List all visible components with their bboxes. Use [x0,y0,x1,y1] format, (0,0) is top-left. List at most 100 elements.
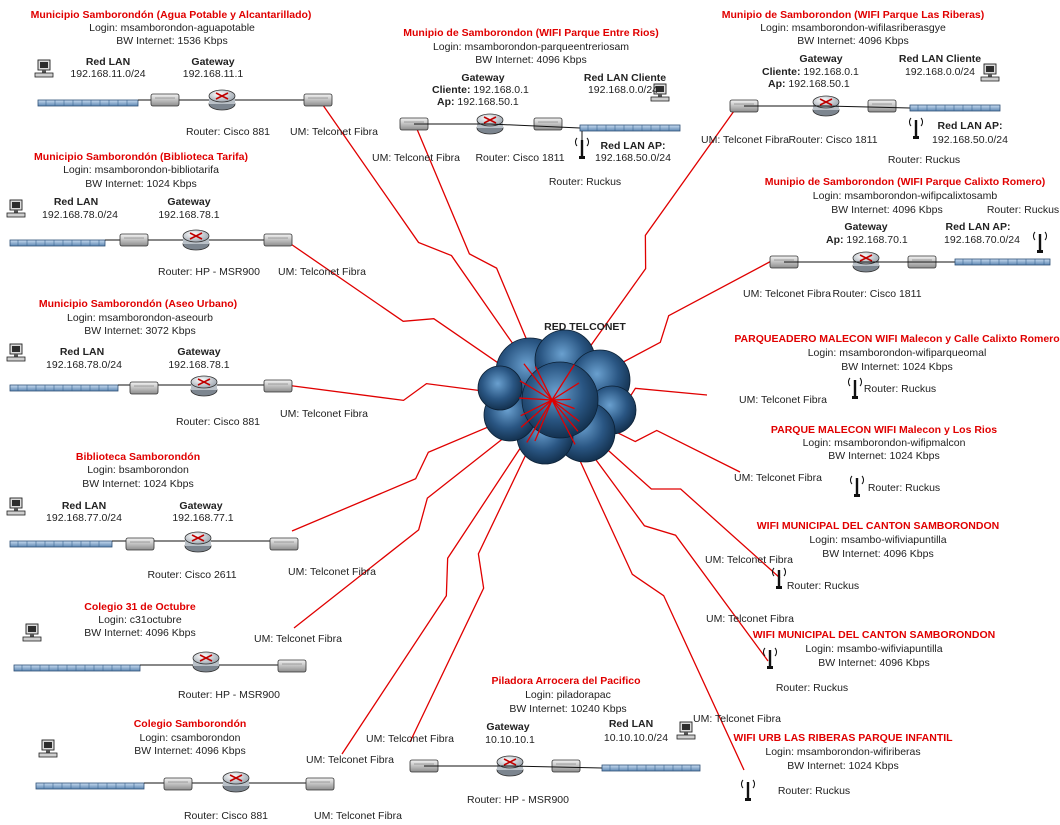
site-title: Colegio Samborondón [133,718,247,730]
lan-bus [37,99,139,107]
site-login: Login: msamborondon-aguapotable [89,22,255,34]
fiber-modem-icon [269,537,299,551]
site-title: Biblioteca Samborondón [75,451,201,463]
ap-icon [771,566,787,591]
gateway-ip: 192.168.78.1 [168,359,230,371]
um-label: UM: Telconet Fibra [739,394,827,406]
gateway-label: Gateway [486,721,530,733]
site-bw: BW Internet: 3072 Kbps [84,325,196,337]
site-login: Login: msamborondon-bibliotarifa [63,164,219,176]
link-4 [284,239,553,401]
gateway-ip: 192.168.78.1 [158,209,220,221]
site-title: Colegio 31 de Octubre [84,601,196,613]
router-model: Router: HP - MSR900 [158,266,260,278]
ruckus-label: Router: Ruckus [867,482,941,494]
lan-bus [35,782,145,790]
lan-label: Red LAN Cliente [583,72,667,84]
router-model: Router: Cisco 1811 [475,152,565,164]
router-icon [192,651,220,673]
lan-subnet: 192.168.78.0/24 [42,209,118,221]
gateway-client-key: Cliente: [762,66,801,78]
pc-icon [6,343,26,362]
link-core-7 [551,398,571,401]
router-icon [222,771,250,793]
ruckus-label: Router: Ruckus [863,383,937,395]
cable [509,765,603,769]
link-3 [551,103,740,401]
site-bw: BW Internet: 4096 Kbps [831,204,943,216]
link-11 [293,399,553,629]
gateway-label: Gateway [191,56,235,68]
site-login: Login: msamborondon-aseourb [67,312,213,324]
site-login: Login: msamborondon-wifipmalcon [802,437,966,449]
site-bw: BW Internet: 4096 Kbps [134,745,246,757]
site-title: WIFI MUNICIPAL DEL CANTON SAMBORONDON [752,629,996,641]
ruckus-label: Router: Ruckus [786,580,860,592]
um-label: UM: Telconet Fibra [280,408,368,420]
gateway-label: Gateway [844,221,888,233]
site-bw: BW Internet: 1024 Kbps [85,178,197,190]
link-core-4 [519,380,553,401]
ruckus-label: Router: Ruckus [986,204,1060,216]
ap-label: Red LAN AP: [600,140,666,152]
gateway-ap-value: 192.168.70.1 [843,234,908,246]
gateway-ip: 192.168.77.1 [172,512,234,524]
site-bw: BW Internet: 10240 Kbps [509,703,627,715]
fiber-modem-icon [263,233,293,247]
link-core-2 [534,366,553,401]
lan-bus [954,258,1051,266]
site-login: Login: msamborondon-wifipcalixtosamb [812,190,998,202]
site-login: Login: msamborondon-wifiparqueomal [807,347,987,359]
link-core-8 [551,399,575,410]
site-login: Login: c31octubre [98,614,182,626]
switch-icon [551,759,581,773]
ruckus-label: Router: Ruckus [775,682,849,694]
fiber-modem-icon [277,659,307,673]
site-bw: BW Internet: 4096 Kbps [475,54,587,66]
site-login: Login: msamborondon-wifilasriberasgye [760,22,946,34]
um-label: UM: Telconet Fibra [278,266,366,278]
link-core-1 [523,363,553,401]
gateway-ap: Ap: 192.168.50.1 [768,78,850,91]
um-label-2: UM: Telconet Fibra [314,810,402,822]
router-icon [182,229,210,251]
router-icon [190,375,218,397]
site-title: Municipio Samborondón (Biblioteca Tarifa… [34,151,248,163]
switch-icon [533,117,563,131]
ap-icon [908,116,924,141]
gateway-ap-key: Ap: [437,96,455,108]
um-label: UM: Telconet Fibra [743,288,831,300]
site-login: Login: msambo-wifiviapuntilla [805,643,943,655]
link-15 [551,399,745,771]
gateway-ap: Ap: 192.168.50.1 [437,96,519,109]
router-model: Router: HP - MSR900 [467,794,569,806]
switch-icon [129,381,159,395]
lan-bus [9,540,113,548]
um-label: UM: Telconet Fibra [254,633,342,645]
site-bw: BW Internet: 4096 Kbps [818,657,930,669]
router-model: Router: Cisco 1811 [788,134,878,146]
site-login: Login: bsamborondon [87,464,189,476]
switch-icon [125,537,155,551]
fiber-modem-icon [305,777,335,791]
switch-icon [867,99,897,113]
router-icon [208,89,236,111]
gateway-ap-value: 192.168.50.1 [454,96,519,108]
router-model: Router: Cisco 881 [183,810,269,822]
router-model: Router: Cisco 1811 [832,288,922,300]
site-bw: BW Internet: 1024 Kbps [787,760,899,772]
ap-icon [847,376,863,401]
site-login: Login: msamborondon-parqueentreriosam [432,41,630,53]
router-icon [184,531,212,553]
ap-icon [740,778,756,803]
switch-icon [119,233,149,247]
um-label-2: UM: Telconet Fibra [693,713,781,725]
site-login: Login: piladorapac [525,689,611,701]
site-login: Login: msambo-wifiviapuntilla [809,534,947,546]
ruckus-label: Router: Ruckus [548,176,622,188]
um-label: UM: Telconet Fibra [701,134,789,146]
gateway-ap-key: Ap: [826,234,844,246]
lan-subnet: 192.168.0.0/24 [904,66,976,78]
lan-subnet: 192.168.11.0/24 [70,68,146,80]
